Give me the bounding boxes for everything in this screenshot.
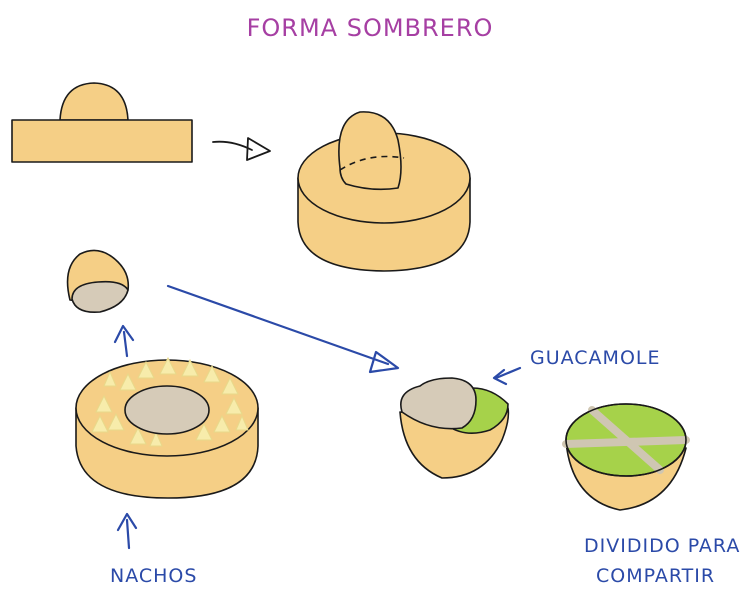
arrow-to-guacamole xyxy=(494,368,520,384)
up-arrow-to-ring xyxy=(118,514,136,548)
bowl-guacamole xyxy=(400,378,508,478)
label-guacamole: GUACAMOLE xyxy=(530,347,661,369)
label-nachos: NACHOS xyxy=(110,565,197,587)
label-split-line2: COMPARTIR xyxy=(596,565,715,587)
up-arrow-to-dome xyxy=(115,326,133,356)
label-split-line1: DIVIDIDO PARA xyxy=(584,535,740,557)
diagram-title: FORMA SOMBRERO xyxy=(247,14,494,42)
split-bowl xyxy=(566,404,686,510)
long-arrow-to-bowl xyxy=(168,286,398,372)
sombrero-3d xyxy=(298,112,470,271)
side-to-3d-arrow xyxy=(213,138,270,160)
dome-piece xyxy=(68,250,129,312)
nacho-ring xyxy=(76,358,258,498)
side-view-shape xyxy=(12,83,192,162)
